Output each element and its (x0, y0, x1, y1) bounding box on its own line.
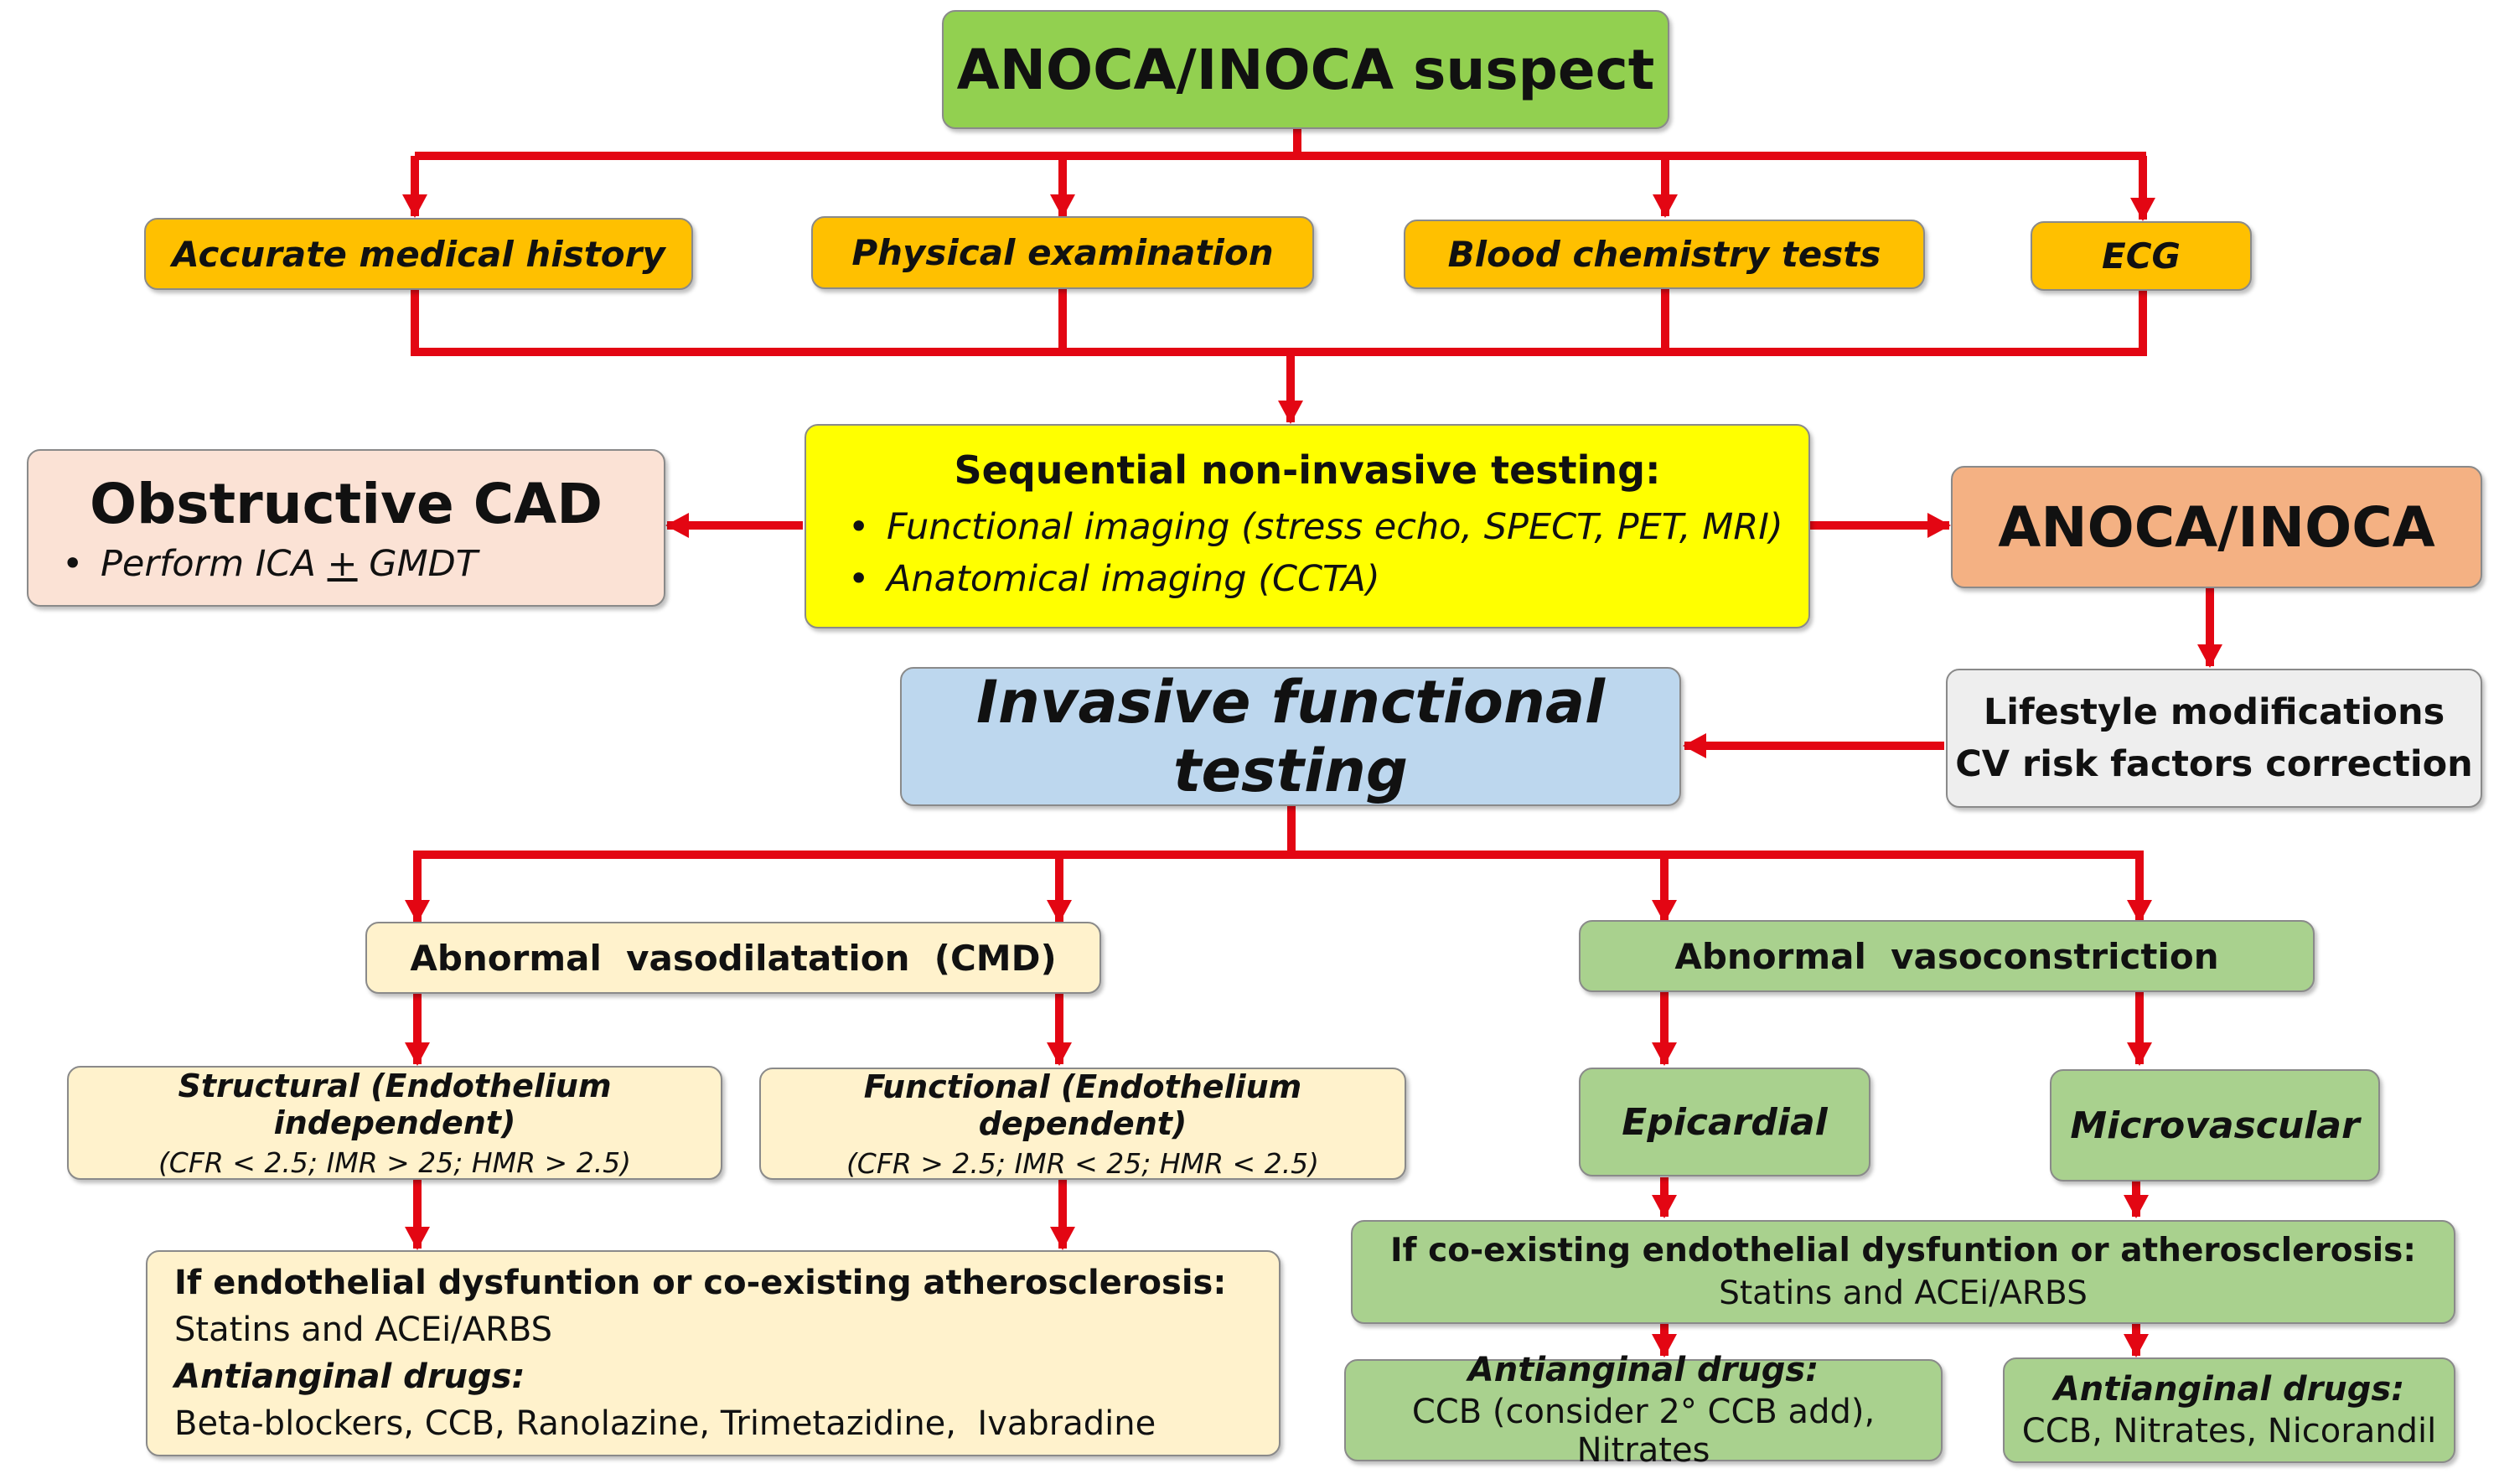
lifestyle-line1: Lifestyle modifications (1983, 690, 2445, 733)
anoca-inoca-title: ANOCA/INOCA (1998, 494, 2435, 560)
lifestyle-box: Lifestyle modifications CV risk factors … (1946, 669, 2482, 808)
step-ecg: ECG (2031, 221, 2252, 291)
anoca-inoca-suspect-box: ANOCA/INOCA suspect (942, 10, 1669, 129)
obstructive-cad-title: Obstructive CAD (89, 471, 603, 536)
obstructive-cad-box: Obstructive CAD Perform ICA + GMDT (27, 449, 665, 607)
obstructive-item-prefix: Perform ICA (101, 542, 328, 585)
obstructive-cad-list: Perform ICA + GMDT (45, 543, 647, 585)
step-label: Physical examination (851, 232, 1274, 273)
epicardial-title: Epicardial (1622, 1100, 1828, 1144)
cmd-treatment-box: If endothelial dysfuntion or co-existing… (146, 1250, 1281, 1456)
invasive-testing-box: Invasive functional testing (900, 667, 1681, 806)
microvascular-box: Microvascular (2050, 1069, 2380, 1182)
lifestyle-line2: CV risk factors correction (1955, 743, 2473, 785)
noninvasive-testing-box: Sequential non-invasive testing: Functio… (805, 424, 1810, 628)
functional-cmd-criteria: (CFR > 2.5; IMR < 25; HMR < 2.5) (846, 1146, 1320, 1180)
noninvasive-item: Anatomical imaging (CCTA) (831, 553, 1783, 606)
invasive-testing-title: Invasive functional testing (975, 668, 1606, 805)
step-label: Blood chemistry tests (1447, 234, 1881, 275)
microvascular-drugs-line: CCB, Nitrates, Nicorandil (2021, 1412, 2437, 1450)
abnormal-vasodilatation-title: Abnormal vasodilatation (CMD) (410, 937, 1057, 979)
step-blood-chemistry: Blood chemistry tests (1404, 220, 1925, 289)
anoca-inoca-suspect-title: ANOCA/INOCA suspect (956, 37, 1655, 102)
structural-cmd-title: Structural (Endothelium independent) (178, 1067, 612, 1141)
functional-cmd-title: Functional (Endothelium dependent) (863, 1068, 1302, 1142)
functional-cmd-box: Functional (Endothelium dependent) (CFR … (759, 1068, 1406, 1180)
obstructive-cad-item: Perform ICA + GMDT (45, 543, 647, 585)
epicardial-drugs-box: Antianginal drugs: CCB (consider 2° CCB … (1344, 1351, 1943, 1470)
structural-cmd-criteria: (CFR < 2.5; IMR > 25; HMR > 2.5) (158, 1145, 632, 1179)
structural-cmd-box: Structural (Endothelium independent) (CF… (67, 1066, 722, 1180)
step-medical-history: Accurate medical history (144, 218, 693, 290)
cmd-treatment-line2: Beta-blockers, CCB, Ranolazine, Trimetaz… (174, 1404, 1156, 1443)
anoca-inoca-box: ANOCA/INOCA (1951, 466, 2482, 588)
step-label: ECG (2102, 235, 2181, 277)
cmd-treatment-heading: If endothelial dysfuntion or co-existing… (174, 1264, 1227, 1302)
cmd-treatment-line1: Statins and ACEi/ARBS (174, 1311, 552, 1349)
noninvasive-list: Functional imaging (stress echo, SPECT, … (831, 501, 1783, 606)
cmd-treatment-subheading: Antianginal drugs: (174, 1357, 525, 1396)
microvascular-drugs-heading: Antianginal drugs: (2053, 1370, 2405, 1409)
abnormal-vasodilatation-box: Abnormal vasodilatation (CMD) (365, 922, 1101, 994)
abnormal-vasoconstriction-title: Abnormal vasoconstriction (1674, 935, 2219, 977)
epicardial-drugs-heading: Antianginal drugs: (1467, 1351, 1819, 1389)
plus-minus-sign: + (327, 542, 358, 585)
vasoconstriction-treatment-line1: Statins and ACEi/ARBS (1719, 1275, 2088, 1312)
microvascular-drugs-box: Antianginal drugs: CCB, Nitrates, Nicora… (2003, 1357, 2455, 1463)
noninvasive-title: Sequential non-invasive testing: (954, 447, 1661, 493)
step-physical-examination: Physical examination (811, 216, 1314, 289)
epicardial-box: Epicardial (1579, 1068, 1870, 1176)
epicardial-drugs-line: CCB (consider 2° CCB add), Nitrates (1411, 1393, 1876, 1470)
obstructive-item-suffix: GMDT (357, 542, 479, 585)
step-label: Accurate medical history (172, 233, 665, 275)
abnormal-vasoconstriction-box: Abnormal vasoconstriction (1579, 920, 2315, 992)
microvascular-title: Microvascular (2070, 1104, 2360, 1147)
vasoconstriction-treatment-box: If co-existing endothelial dysfuntion or… (1351, 1220, 2455, 1324)
vasoconstriction-treatment-heading: If co-existing endothelial dysfuntion or… (1390, 1232, 2416, 1269)
noninvasive-item: Functional imaging (stress echo, SPECT, … (831, 501, 1783, 554)
